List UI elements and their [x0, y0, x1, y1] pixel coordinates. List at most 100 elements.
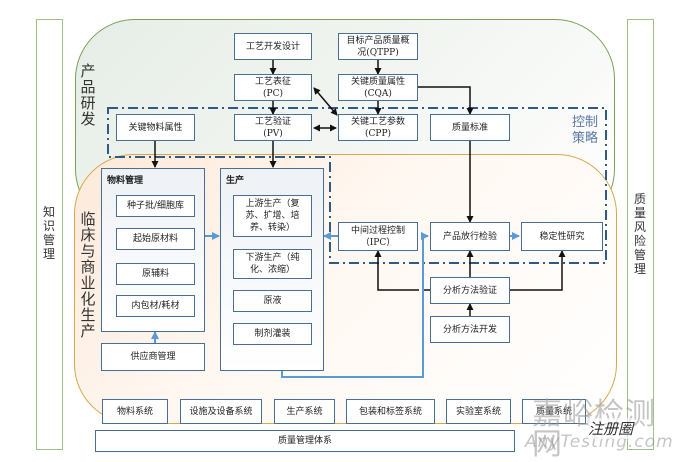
pv-node: 工艺验证(PV) [234, 114, 312, 141]
label-char: 临 [80, 210, 96, 228]
node-label: 中间过程控制 [350, 225, 405, 236]
label-char: 险 [633, 234, 646, 248]
label-char: 理 [42, 247, 55, 261]
node-label: 供应商管理 [130, 352, 176, 362]
node-label: 内包材/耗材 [131, 301, 180, 311]
watermark-url: AnyTesting.com [525, 432, 674, 452]
node-label: 设施及设备系统 [189, 406, 253, 417]
control-strategy-frame [107, 107, 607, 264]
quality-standard-node: 质量标准 [430, 114, 510, 141]
label-char: 产 [80, 322, 96, 340]
control-strategy-label: 控制 策略 [572, 115, 598, 147]
node-label: 工艺表征 [254, 76, 291, 87]
label-char: 床 [80, 226, 96, 244]
node-label: 工艺开发设计 [245, 41, 300, 52]
release-test-node: 产品放行检验 [430, 222, 510, 251]
node-label: 制剂灌装 [254, 329, 291, 339]
quality-risk-management-bar: 质 量 风 险 管 理 [627, 19, 654, 450]
ipc-node: 中间过程控制（IPC） [338, 222, 418, 251]
label-line: 策略 [572, 131, 599, 146]
cpp-node: 关键工艺参数(CPP) [338, 114, 418, 141]
knowledge-management-label: 知 识 管 理 [42, 205, 56, 261]
system-box: 实验室系统 [446, 399, 511, 424]
node-label: 目标产品质量概 [346, 35, 410, 46]
panel-title: 生产 [226, 176, 245, 186]
panel-title: 物料管理 [107, 176, 144, 186]
node-label: 原液 [263, 296, 282, 306]
quality-management-system-bar: 质量管理体系 [95, 430, 515, 452]
label-line: 控制 [572, 115, 599, 130]
node-label: 况(QTPP) [357, 47, 399, 58]
label-char: 化 [80, 290, 96, 308]
label-char: 管 [42, 233, 55, 247]
node-label: 工艺验证 [254, 116, 291, 127]
quality-risk-management-label: 质 量 风 险 管 理 [633, 192, 647, 276]
node-label: (PV) [263, 128, 283, 139]
material-item: 种子批/细胞库 [116, 195, 195, 217]
system-box: 包装和标签系统 [346, 399, 435, 424]
node-label: 养、转染） [249, 223, 295, 233]
system-box: 设施及设备系统 [180, 399, 262, 424]
production-item: 原液 [233, 290, 312, 312]
node-label: 质量标准 [451, 122, 488, 133]
system-box: 物料系统 [102, 399, 168, 424]
node-label: 关键工艺参数 [350, 116, 405, 127]
pc-node: 工艺表征(PC) [234, 74, 312, 101]
system-box: 质量系统 [522, 399, 586, 424]
node-label: (CQA) [364, 88, 392, 99]
label-char: 产 [80, 62, 96, 80]
node-label: 苏、扩增、培 [245, 211, 300, 221]
production-item: 上游生产（复苏、扩增、培养、转染） [233, 195, 312, 237]
label-char: 识 [42, 219, 55, 233]
node-label: 生产系统 [286, 406, 323, 417]
process-design-node: 工艺开发设计 [234, 33, 312, 60]
arrow-cqa-to-standard [418, 86, 474, 115]
production-item: 制剂灌装 [233, 323, 312, 345]
cma-node: 关键物料属性 [116, 114, 195, 141]
label-char: 知 [42, 205, 55, 219]
node-label: 包装和标签系统 [358, 406, 422, 417]
method-validation-node: 分析方法验证 [430, 277, 510, 304]
label-char: 生 [80, 306, 96, 324]
label-char: 品 [80, 78, 96, 96]
node-label: 原辅料 [141, 269, 169, 279]
node-label: 化、浓缩） [249, 265, 295, 275]
node-label: 关键质量属性 [350, 76, 405, 87]
label-char: 发 [80, 110, 96, 128]
label-char: 质 [633, 192, 646, 206]
node-label: 下游生产（纯 [245, 253, 300, 263]
label-char: 商 [80, 258, 96, 276]
label-char: 量 [633, 206, 646, 220]
label-char: 风 [633, 220, 646, 234]
label-char: 理 [633, 262, 646, 276]
arrow-validation-to-stability [510, 250, 566, 291]
node-label: 质量管理体系 [277, 436, 332, 446]
node-label: (PC) [263, 88, 283, 99]
node-label: 种子批/细胞库 [126, 201, 185, 211]
node-label: 分析方法验证 [442, 285, 497, 296]
node-label: 质量系统 [535, 406, 572, 417]
label-char: 与 [80, 242, 96, 260]
material-item: 起始原材料 [116, 228, 195, 250]
knowledge-management-bar: 知 识 管 理 [36, 19, 63, 450]
product-development-label: 产 品 研 发 [80, 63, 96, 127]
system-box: 生产系统 [274, 399, 335, 424]
material-item: 内包材/耗材 [116, 295, 195, 317]
stability-study-node: 稳定性研究 [521, 222, 603, 251]
node-label: 稳定性研究 [539, 231, 585, 242]
node-label: 物料系统 [116, 406, 153, 417]
qtpp-node: 目标产品质量概况(QTPP) [338, 33, 418, 60]
node-label: 产品放行检验 [442, 231, 497, 242]
arrow-production-to-release [281, 232, 429, 378]
label-char: 业 [80, 274, 96, 292]
node-label: 起始原材料 [132, 234, 178, 244]
material-item: 原辅料 [116, 263, 195, 285]
arrow-validation-to-ipc [378, 251, 431, 291]
node-label: 分析方法开发 [442, 324, 497, 335]
label-char: 研 [80, 94, 96, 112]
cqa-node: 关键质量属性(CQA) [338, 74, 418, 101]
node-label: (CPP) [364, 128, 392, 139]
node-label: （IPC） [360, 237, 396, 248]
watermark-title: 嘉峪检测网 [532, 397, 656, 462]
